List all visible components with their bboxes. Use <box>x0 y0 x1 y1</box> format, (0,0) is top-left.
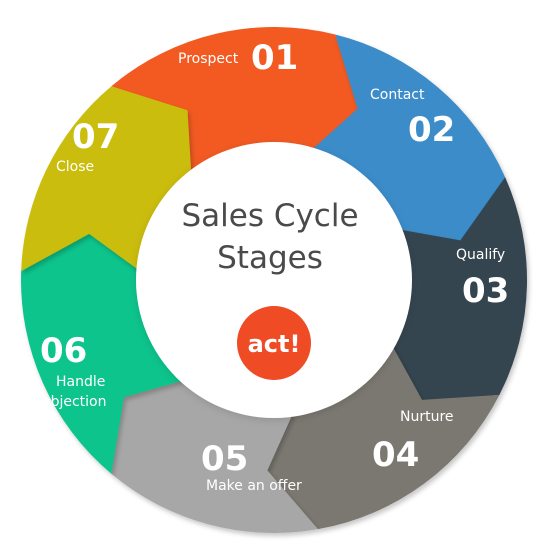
stage-number-01: 01 <box>251 38 298 78</box>
stage-label-07: Close <box>56 159 94 175</box>
act-logo: act! <box>237 306 311 380</box>
stage-segment-06 <box>20 230 192 474</box>
center-disc <box>136 142 412 418</box>
stage-segment-03 <box>388 177 527 403</box>
stage-number-02: 02 <box>408 110 455 150</box>
stage-number-06: 06 <box>40 331 87 371</box>
stage-label-02: Contact <box>370 87 425 103</box>
title-line-1: Sales Cycle <box>181 198 358 234</box>
stage-segment-01 <box>111 27 361 182</box>
stage-number-04: 04 <box>372 435 419 475</box>
act-logo-circle <box>237 306 311 380</box>
stage-labels: 01 Prospect 02 Contact 03 Qualify 04 Nurture 05M… <box>40 38 509 494</box>
stage-segment-02 <box>304 34 506 244</box>
stage-label-03: Qualify <box>456 247 505 263</box>
title-line-2: Stages <box>217 240 323 276</box>
stage-segment-04 <box>264 338 500 530</box>
stage-number-07: 07 <box>72 117 119 157</box>
stage-number-05: 05 <box>201 439 248 479</box>
stage-label-05: Make an offer <box>206 478 302 494</box>
stage-label-04: Nurture <box>400 409 454 425</box>
stage-label-01: Prospect <box>178 51 239 67</box>
act-logo-text: act! <box>248 330 301 358</box>
stage-number-03: 03 <box>462 271 509 311</box>
